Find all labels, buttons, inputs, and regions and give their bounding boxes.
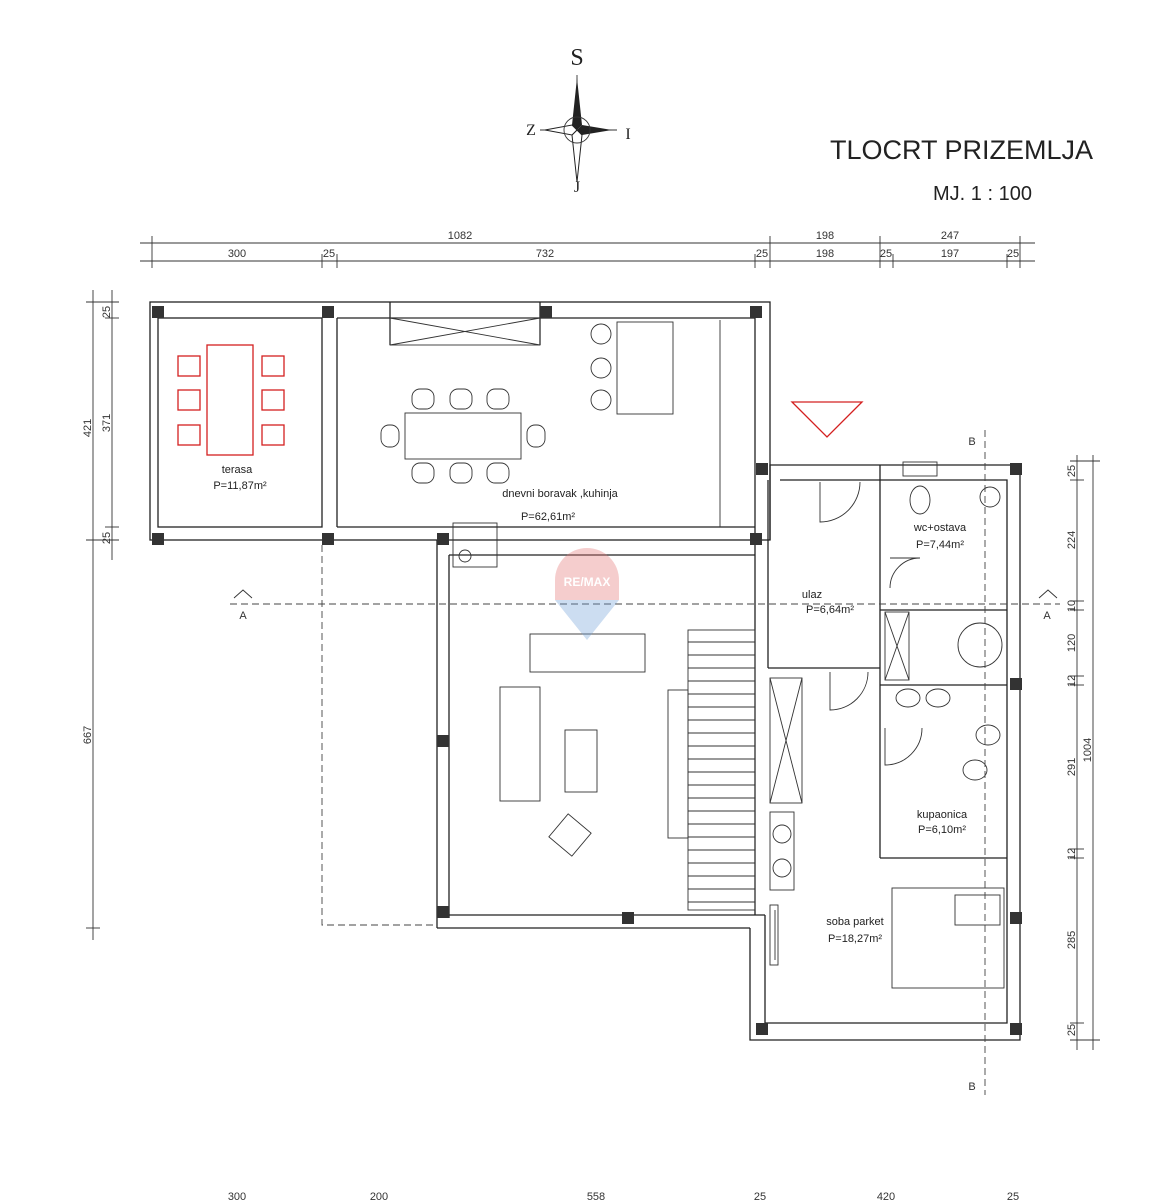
wardrobe (769, 611, 910, 891)
dim-right-4: 12 (1066, 675, 1078, 687)
remax-watermark: RE/MAX (555, 548, 619, 640)
room-living-name: dnevni boravak ,kuhinja (502, 488, 618, 500)
dim-top-inner-1: 25 (323, 248, 335, 260)
dim-right-0: 25 (1066, 465, 1078, 477)
dim-top-inner-5: 25 (880, 248, 892, 260)
compass-rose: S J Z I (526, 45, 631, 196)
dim-left-inner-0: 25 (101, 306, 113, 318)
room-living-area: P=62,61m² (521, 511, 575, 523)
dim-right-2: 10 (1066, 600, 1078, 612)
plan-scale: MJ. 1 : 100 (933, 183, 1032, 205)
dim-top-inner-0: 300 (228, 248, 246, 260)
compass-north: S (570, 45, 583, 71)
room-terasa-area: P=11,87m² (213, 480, 267, 492)
section-lines: A A B B (230, 430, 1060, 1095)
dining-table (380, 388, 546, 484)
dim-top-inner-6: 197 (941, 248, 959, 260)
living-furniture (499, 633, 646, 857)
room-ulaz-name: ulaz (802, 589, 822, 601)
dim-right-outer: 1004 (1082, 738, 1094, 762)
kitchen-island (452, 321, 674, 568)
dim-bottom-3: 25 (754, 1191, 766, 1200)
dim-top-outer-2: 247 (941, 230, 959, 242)
room-terasa-name: terasa (222, 464, 253, 476)
plan-title: TLOCRT PRIZEMLJA (830, 135, 1093, 165)
room-soba-name: soba parket (826, 916, 883, 928)
dim-right-7: 285 (1066, 931, 1078, 949)
section-a-right: A (1043, 610, 1051, 622)
columns (152, 306, 1022, 1035)
room-wc-area: P=7,44m² (916, 539, 964, 551)
left-dimensions: 421 667 25 371 25 (82, 290, 119, 940)
doors (769, 481, 923, 966)
room-ulaz-area: P=6,64m² (806, 604, 854, 616)
dim-bottom-0: 300 (228, 1191, 246, 1200)
dim-right-6: 12 (1066, 848, 1078, 860)
dim-bottom-1: 200 (370, 1191, 388, 1200)
terrace-outline (321, 545, 437, 926)
compass-south: J (574, 179, 580, 196)
compass-west: Z (526, 122, 536, 139)
top-dimensions: 1082 198 247 300 25 732 25 198 25 197 25 (140, 230, 1035, 268)
entrance-marker-icon (790, 401, 864, 438)
section-b-top: B (968, 436, 975, 448)
dim-bottom-2: 558 (587, 1191, 605, 1200)
dim-left-outer-1: 667 (82, 726, 94, 744)
svg-text:RE/MAX: RE/MAX (564, 575, 611, 589)
dim-top-outer-0: 1082 (448, 230, 472, 242)
section-b-bottom: B (968, 1081, 975, 1093)
dim-left-inner-2: 25 (101, 532, 113, 544)
dim-left-inner-1: 371 (101, 414, 113, 432)
dim-bottom-5: 25 (1007, 1191, 1019, 1200)
dim-bottom-4: 420 (877, 1191, 895, 1200)
dim-top-inner-7: 25 (1007, 248, 1019, 260)
dim-left-outer-0: 421 (82, 419, 94, 437)
terrace-dining-set (177, 344, 285, 456)
room-kupaonica-name: kupaonica (917, 809, 968, 821)
staircase (667, 629, 756, 911)
dim-top-outer-1: 198 (816, 230, 834, 242)
dim-top-inner-2: 732 (536, 248, 554, 260)
bottom-dimensions: 300 200 558 25 420 25 (228, 1191, 1019, 1200)
walls (149, 301, 1021, 1041)
bathroom-fixtures (891, 461, 1005, 989)
right-dimensions: 25 224 10 120 12 291 12 285 25 1004 (1066, 455, 1100, 1050)
dim-right-5: 291 (1066, 758, 1078, 776)
dim-right-8: 25 (1066, 1024, 1078, 1036)
section-a-left: A (239, 610, 247, 622)
room-kupaonica-area: P=6,10m² (918, 824, 966, 836)
room-labels: terasa P=11,87m² dnevni boravak ,kuhinja… (213, 464, 968, 945)
dim-right-1: 224 (1066, 531, 1078, 549)
dim-top-inner-3: 25 (756, 248, 768, 260)
room-soba-area: P=18,27m² (828, 933, 882, 945)
dim-right-3: 120 (1066, 634, 1078, 652)
compass-east: I (625, 126, 630, 143)
room-wc-name: wc+ostava (913, 522, 967, 534)
dim-top-inner-4: 198 (816, 248, 834, 260)
